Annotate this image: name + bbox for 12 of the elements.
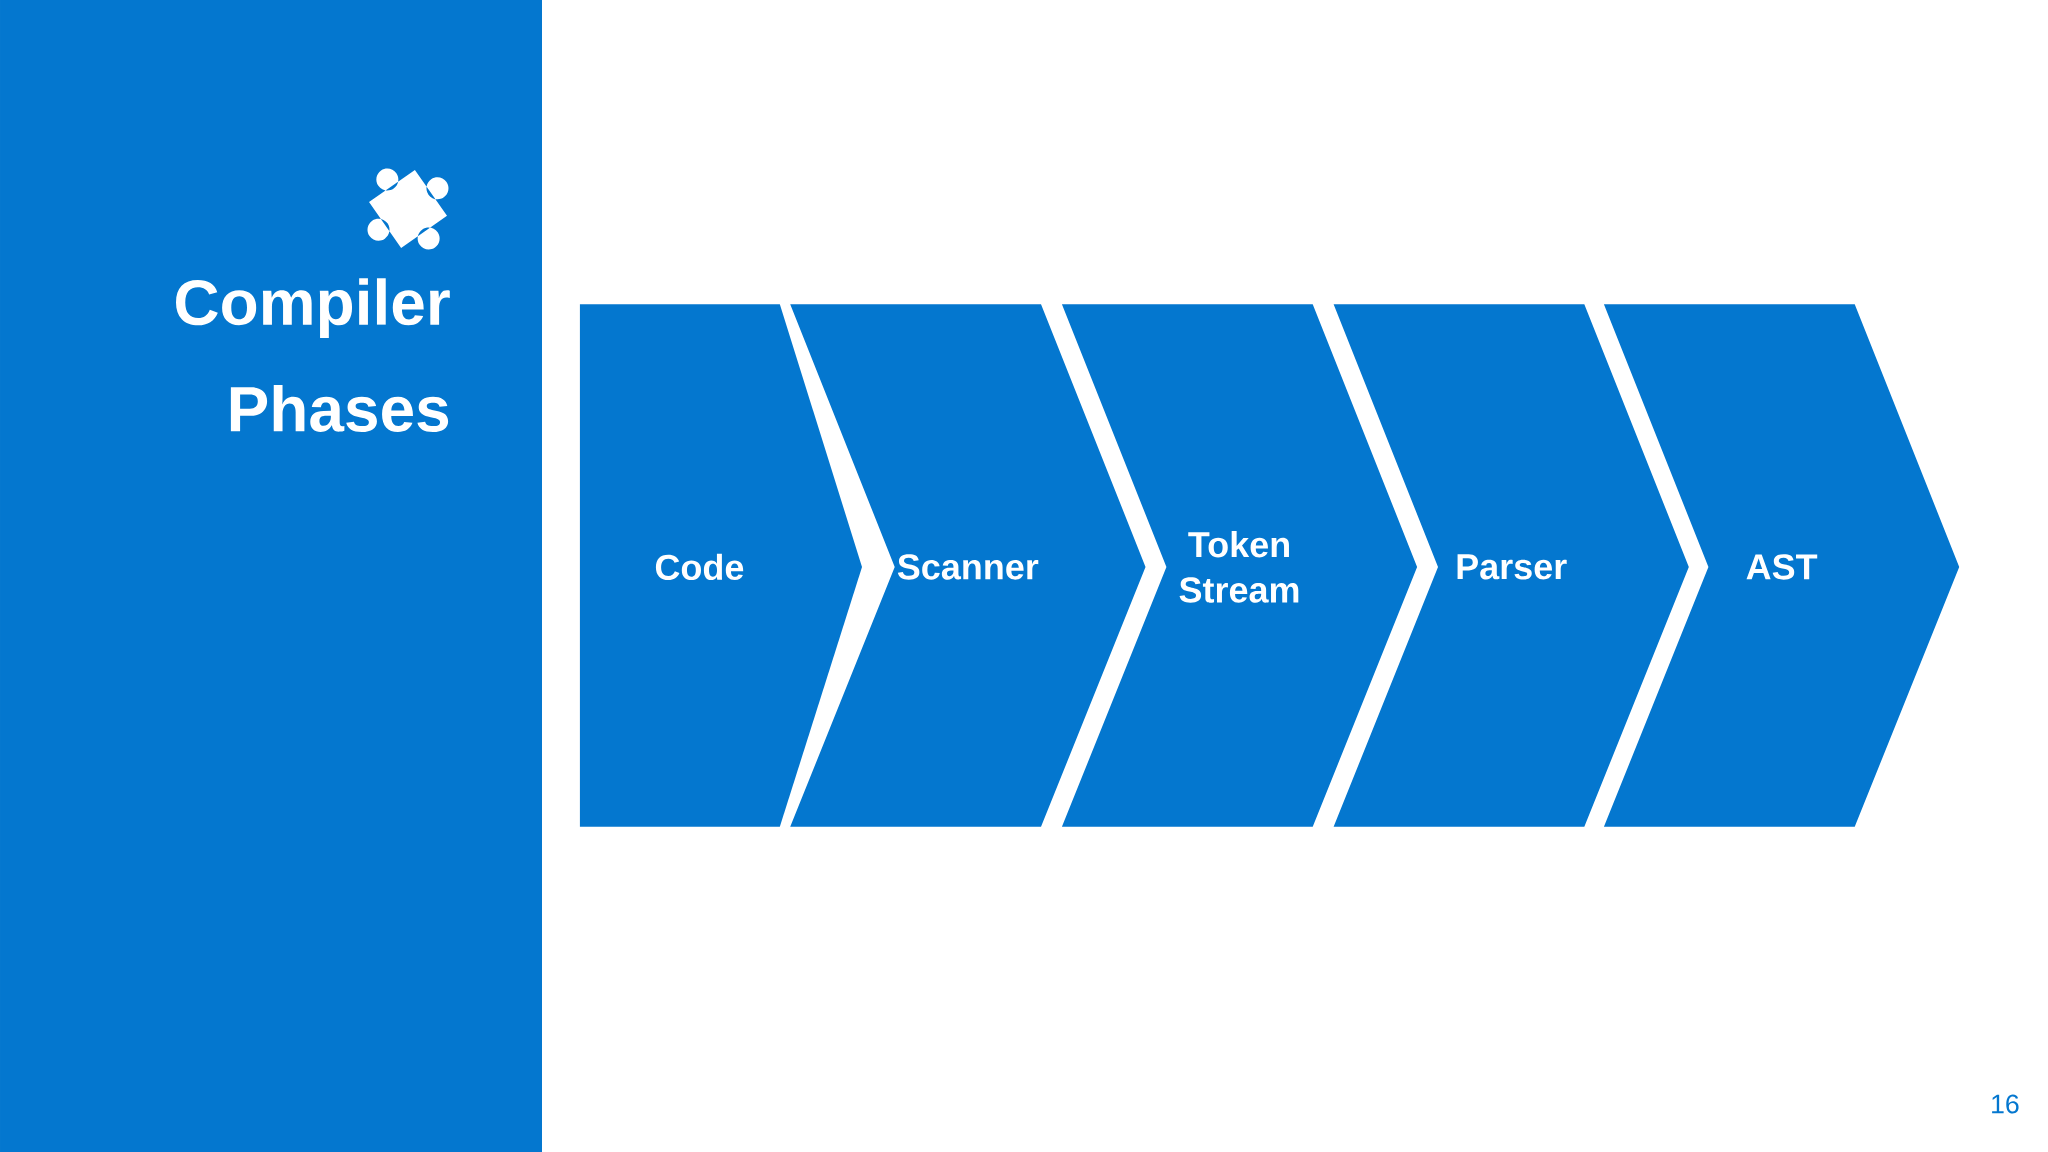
title: Compiler Phases xyxy=(176,278,450,432)
node-label: Scanner xyxy=(897,554,1039,580)
node-label: AST xyxy=(1746,554,1818,580)
node-label: Parser xyxy=(1457,554,1567,580)
phase-box: AST xyxy=(1603,304,1960,827)
phase-box: Code xyxy=(579,304,862,827)
phase-box: Token Stream xyxy=(1061,304,1418,827)
node-label: Code xyxy=(655,553,744,581)
phase-box: Parser xyxy=(1333,304,1689,827)
page-number: 16 xyxy=(1992,1094,2019,1114)
phase-box: Scanner xyxy=(790,304,1146,827)
node-label: Token Stream xyxy=(1179,531,1299,603)
